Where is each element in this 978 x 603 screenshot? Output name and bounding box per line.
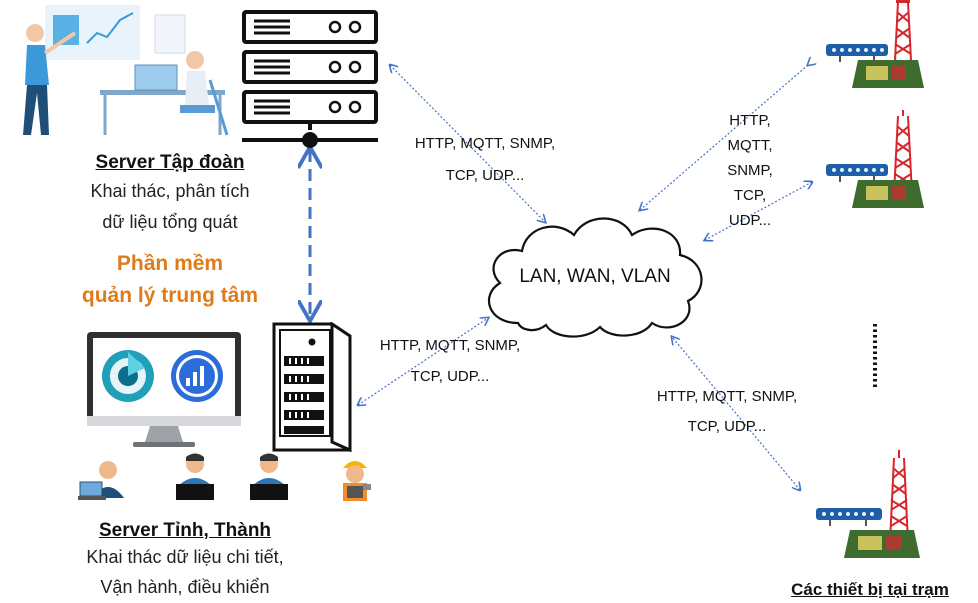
protocol-label-mid-left-line1: HTTP, MQTT, SNMP, bbox=[379, 337, 521, 354]
station1-cloud-link bbox=[640, 65, 808, 210]
province-cloud-link bbox=[358, 318, 488, 405]
operator-computer-icon-1 bbox=[176, 453, 214, 500]
province-server-tower-icon bbox=[272, 322, 352, 452]
monitor-icon bbox=[87, 332, 241, 447]
province-server-desc-line1: Khai thác dữ liệu chi tiết, bbox=[86, 547, 284, 567]
station-devices-title: Các thiết bị tại trạm bbox=[791, 580, 949, 599]
protocol-label-right-3: SNMP, bbox=[727, 162, 773, 179]
protocol-label-bottom-right-line1: HTTP, MQTT, SNMP, bbox=[656, 388, 798, 405]
station-device-icon-1 bbox=[826, 0, 924, 88]
province-server-desc-line2: Vận hành, điều khiển bbox=[100, 577, 270, 597]
protocol-label-right-2: MQTT, bbox=[727, 137, 773, 154]
protocol-label-mid-left-line2: TCP, UDP... bbox=[410, 368, 490, 385]
protocol-label-right-5: UDP... bbox=[728, 212, 772, 229]
station-device-icon-3 bbox=[816, 450, 920, 558]
station-device-icon-2 bbox=[826, 110, 924, 208]
protocol-label-top-left-line1: HTTP, MQTT, SNMP, bbox=[414, 135, 556, 152]
more-devices-ellipsis bbox=[873, 324, 877, 388]
hq-cloud-link bbox=[390, 65, 545, 222]
province-server-title: Server Tỉnh, Thành bbox=[98, 520, 272, 541]
network-cloud-icon bbox=[487, 217, 703, 338]
protocol-label-right-1: HTTP, bbox=[729, 112, 771, 129]
software-label-line2: quản lý trung tâm bbox=[81, 284, 259, 307]
hq-server-desc-line2: dữ liệu tổng quát bbox=[102, 212, 238, 232]
hq-server-desc-line1: Khai thác, phân tích bbox=[90, 181, 250, 201]
protocol-label-bottom-right-line2: TCP, UDP... bbox=[687, 418, 767, 435]
protocol-label-right-4: TCP, bbox=[733, 187, 767, 204]
analysts-illustration bbox=[23, 5, 229, 136]
station2-cloud-link bbox=[705, 182, 812, 240]
cloud-label: LAN, WAN, VLAN bbox=[519, 266, 671, 287]
operator-computer-icon-2 bbox=[250, 453, 288, 500]
protocol-label-top-left-line2: TCP, UDP... bbox=[445, 167, 525, 184]
hq-server-rack-icon bbox=[242, 10, 378, 148]
technician-icon bbox=[343, 461, 371, 501]
hq-server-title: Server Tập đoàn bbox=[95, 152, 245, 173]
operator-laptop-icon bbox=[78, 461, 124, 500]
software-label-line1: Phần mềm bbox=[116, 252, 224, 275]
station3-cloud-link bbox=[672, 337, 800, 490]
